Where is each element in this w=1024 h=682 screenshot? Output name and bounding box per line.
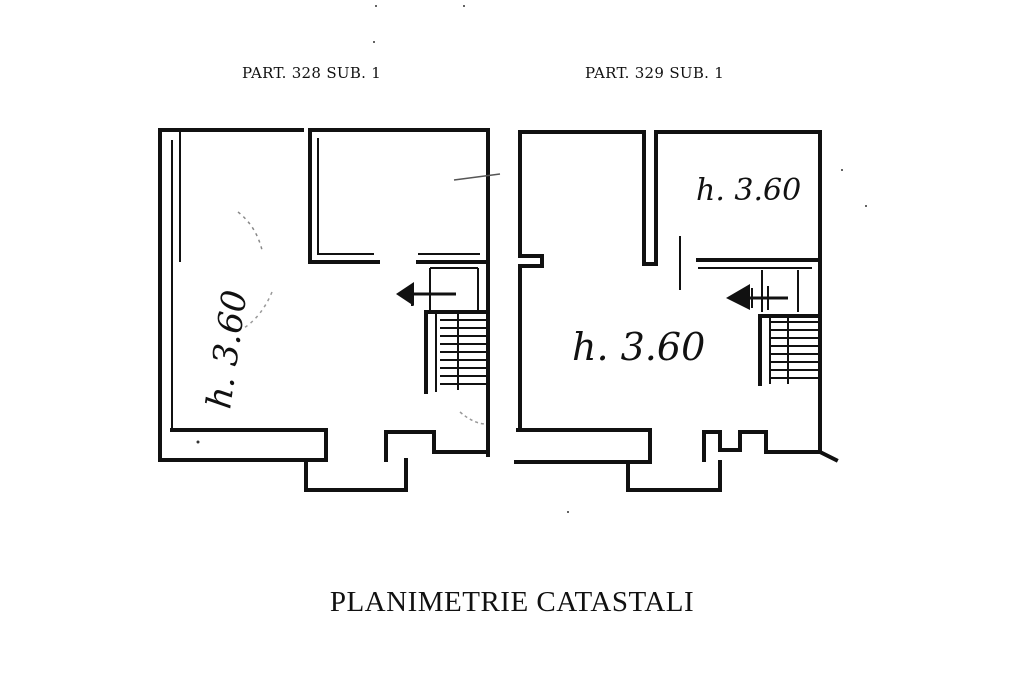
floor-plan-part-328: h. 3.60 — [158, 128, 501, 492]
outer-wall-bottom-right — [384, 430, 490, 462]
partition-wall — [642, 130, 658, 266]
outer-wall-left — [518, 130, 544, 432]
page-title: PLANIMETRIE CATASTALI — [329, 586, 695, 618]
outer-wall-bottom-right — [702, 430, 839, 463]
plan-label-part-328: PART. 328 SUB. 1 — [242, 64, 382, 82]
height-note-upper-room: h. 3.60 — [696, 173, 801, 208]
outer-wall-top-right — [308, 128, 490, 457]
stair-arrow-icon — [726, 284, 788, 310]
partition-wall — [308, 128, 380, 264]
pencil-mark — [453, 173, 501, 181]
entrance-recess — [304, 458, 408, 492]
stair-arrow-icon — [396, 282, 456, 306]
stair-core-rail — [761, 270, 799, 312]
pencil-mark — [459, 411, 487, 425]
floor-plan-part-329: h. 3.60 h. 3.60 — [514, 130, 839, 492]
stair-core-rail — [429, 267, 479, 392]
outer-wall-bottom — [514, 428, 652, 464]
entrance-recess — [626, 460, 722, 492]
plan-label-part-329: PART. 329 SUB. 1 — [585, 64, 725, 82]
height-note-main-room: h. 3.60 — [572, 325, 705, 369]
scan-specks — [196, 5, 867, 513]
outer-wall-bottom — [158, 428, 328, 462]
stair-treads — [769, 318, 818, 384]
partition-wall-inner — [317, 138, 374, 255]
stair-core — [758, 314, 822, 386]
outer-wall-top-right — [656, 130, 822, 454]
stair-treads — [440, 314, 486, 390]
height-note-part-328: h. 3.60 — [199, 288, 255, 412]
pencil-mark — [237, 211, 263, 251]
pencil-mark — [243, 291, 273, 329]
